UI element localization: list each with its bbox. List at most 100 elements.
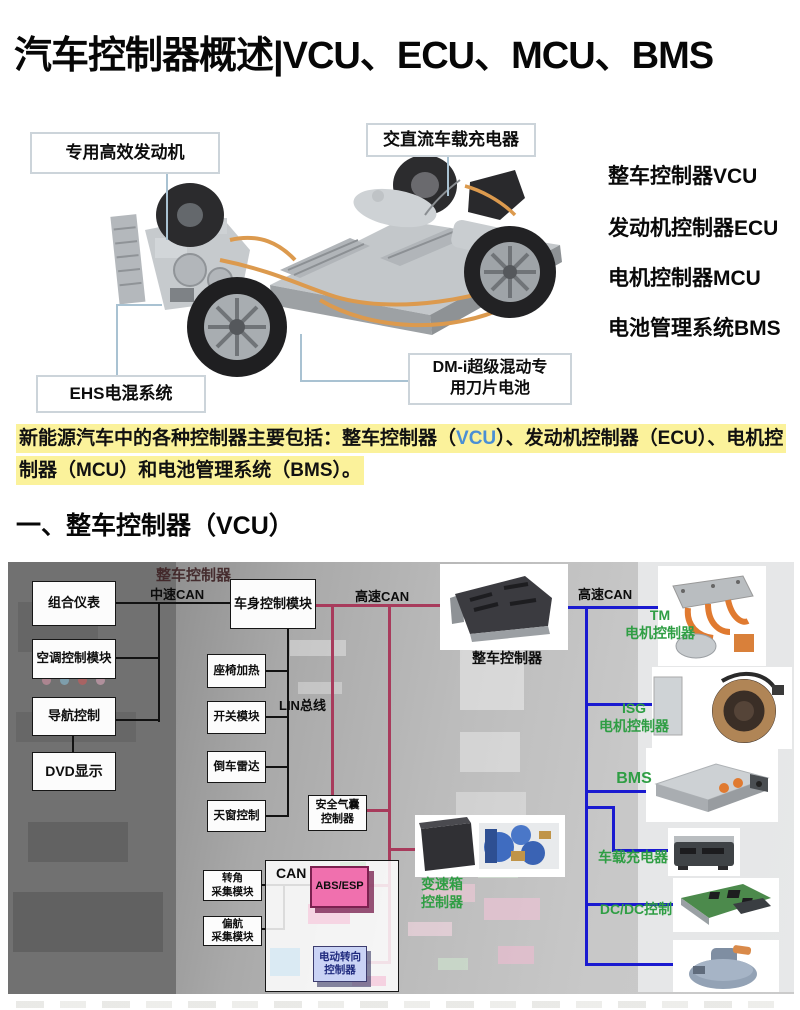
ghost-rect-3 bbox=[270, 948, 300, 976]
box-abs-esp: ABS/ESP bbox=[310, 866, 369, 908]
box-reverse-radar: 倒车雷达 bbox=[207, 751, 266, 783]
tcu-photo bbox=[415, 815, 565, 877]
line-sunroof bbox=[263, 815, 288, 817]
box-sunroof-control: 天窗控制 bbox=[207, 800, 266, 832]
ghost-rect-1 bbox=[308, 904, 350, 924]
vcu-photo bbox=[440, 564, 568, 650]
line-nav bbox=[113, 719, 159, 721]
line-radar bbox=[263, 766, 288, 768]
isg-controller-photo bbox=[652, 667, 792, 749]
ghost-dot-4 bbox=[96, 676, 105, 685]
line-switch bbox=[263, 716, 288, 718]
legend-mcu: 电机控制器MCU bbox=[608, 267, 761, 290]
ghost-panel-2 bbox=[460, 640, 524, 710]
bluebus-pump bbox=[585, 963, 683, 966]
bluebus-dcdc bbox=[585, 903, 683, 906]
hscan-tcu-link bbox=[391, 848, 418, 851]
bottom-smudge bbox=[16, 1001, 784, 1008]
bluebus-obc-v bbox=[612, 806, 615, 852]
line-combo-body bbox=[113, 602, 231, 604]
leader-battery-v bbox=[300, 334, 302, 382]
leader-battery-h bbox=[300, 380, 410, 382]
bluebus-main bbox=[585, 606, 588, 966]
line-seat bbox=[263, 670, 288, 672]
video-bg-blob3 bbox=[28, 822, 128, 862]
ghost-panel-3 bbox=[298, 682, 342, 694]
bluebus-bms bbox=[585, 790, 653, 793]
ghost-panel-4 bbox=[460, 732, 520, 772]
intro-paragraph: 新能源汽车中的各种控制器主要包括：整车控制器（VCU）、发动机控制器（ECU）、… bbox=[16, 424, 790, 488]
line-midcan-bus bbox=[158, 602, 160, 722]
box-nav-control: 导航控制 bbox=[32, 697, 116, 736]
page-title: 汽车控制器概述|VCU、ECU、MCU、BMS bbox=[14, 35, 714, 77]
callout-battery: DM-i超级混动专 用刀片电池 bbox=[408, 353, 572, 405]
label-dcdc: DC/DC控制 bbox=[599, 901, 673, 917]
bluebus-tm bbox=[560, 606, 664, 609]
box-dvd-display: DVD显示 bbox=[32, 752, 116, 791]
ghost-rect-4 bbox=[352, 976, 386, 986]
dcdc-photo bbox=[673, 878, 779, 932]
label-obc: 车载充电器 bbox=[598, 849, 668, 865]
line-lin-bus bbox=[287, 627, 289, 817]
ghost-rect-7 bbox=[484, 898, 540, 920]
hscan-main-drop bbox=[388, 604, 391, 964]
vcu-caption: 整车控制器 bbox=[472, 650, 542, 666]
intro-line-2: 制器（MCU）和电池管理系统（BMS）。 bbox=[16, 456, 790, 486]
box-switch-module: 开关模块 bbox=[207, 701, 266, 734]
box-steering-angle-sensor: 转角 采集模块 bbox=[203, 870, 262, 901]
label-bms: BMS bbox=[616, 770, 652, 787]
label-mid-can: 中速CAN bbox=[150, 587, 205, 602]
section-heading: 一、整车控制器（VCU） bbox=[16, 512, 294, 540]
video-bg-blob4 bbox=[13, 892, 163, 952]
intro-line-1: 新能源汽车中的各种控制器主要包括：整车控制器（VCU）、发动机控制器（ECU）、… bbox=[16, 424, 790, 454]
chassis-figure: 专用高效发动机 交直流车载充电器 EHS电混系统 DM-i超级混动专 用刀片电池… bbox=[0, 118, 800, 418]
label-isg: ISG 电机控制器 bbox=[599, 700, 669, 734]
ghost-dot-3 bbox=[78, 676, 87, 685]
callout-ehs: EHS电混系统 bbox=[36, 375, 206, 413]
ghost-rect-10 bbox=[438, 958, 468, 970]
box-body-control: 车身控制模块 bbox=[230, 579, 316, 629]
chassis-illustration bbox=[110, 155, 562, 377]
callout-engine: 专用高效发动机 bbox=[30, 132, 220, 174]
ghost-rect-9 bbox=[498, 946, 534, 964]
label-can: CAN bbox=[276, 865, 307, 881]
label-tm: TM 电机控制器 bbox=[625, 607, 695, 641]
box-seat-heating: 座椅加热 bbox=[207, 654, 266, 688]
hscan-airbag-link bbox=[363, 809, 389, 812]
leader-ehs-h bbox=[116, 304, 162, 306]
intro-part2: ）、发动机控制器（ECU）、电机控 bbox=[496, 428, 784, 449]
leader-ehs-v bbox=[116, 304, 118, 378]
obc-charger-photo bbox=[668, 828, 740, 876]
bms-battery-photo bbox=[646, 748, 778, 822]
label-lin-bus: LIN总线 bbox=[279, 698, 326, 713]
line-nav-dvd bbox=[72, 734, 74, 752]
ghost-dot-2 bbox=[60, 676, 69, 685]
leader-engine bbox=[166, 170, 168, 240]
box-eps-control: 电动转向 控制器 bbox=[313, 946, 367, 982]
intro-vcu-link[interactable]: VCU bbox=[456, 428, 497, 449]
callout-charger: 交直流车载充电器 bbox=[366, 123, 536, 157]
box-ac-module: 空调控制模块 bbox=[32, 639, 116, 679]
ghost-rect-8 bbox=[408, 922, 452, 936]
leader-charger bbox=[447, 152, 449, 196]
ghost-rect-5 bbox=[423, 884, 475, 902]
hscan-body-vcu bbox=[313, 604, 445, 607]
hscan-airbag-drop bbox=[331, 604, 334, 796]
box-airbag-control: 安全气囊 控制器 bbox=[308, 795, 367, 831]
tm-controller-photo bbox=[658, 566, 766, 666]
ghost-dot-1 bbox=[42, 676, 51, 685]
vcu-diagram: 整车控制器 中速CAN 高速CAN 高 bbox=[8, 562, 794, 994]
pump-device-photo bbox=[673, 940, 779, 992]
bluebus-isg bbox=[585, 703, 657, 706]
label-high-can-left: 高速CAN bbox=[355, 589, 410, 604]
label-tcu: 变速箱 控制器 bbox=[421, 876, 463, 910]
legend-vcu: 整车控制器VCU bbox=[608, 165, 758, 188]
label-high-can-right: 高速CAN bbox=[578, 587, 633, 602]
legend-ecu: 发动机控制器ECU bbox=[608, 217, 779, 240]
line-ac bbox=[113, 657, 159, 659]
bluebus-obc-h1 bbox=[585, 806, 615, 809]
bluebus-obc-h2 bbox=[612, 849, 674, 852]
ghost-panel-1 bbox=[290, 640, 346, 656]
intro-part1: 新能源汽车中的各种控制器主要包括：整车控制器（ bbox=[19, 428, 457, 449]
